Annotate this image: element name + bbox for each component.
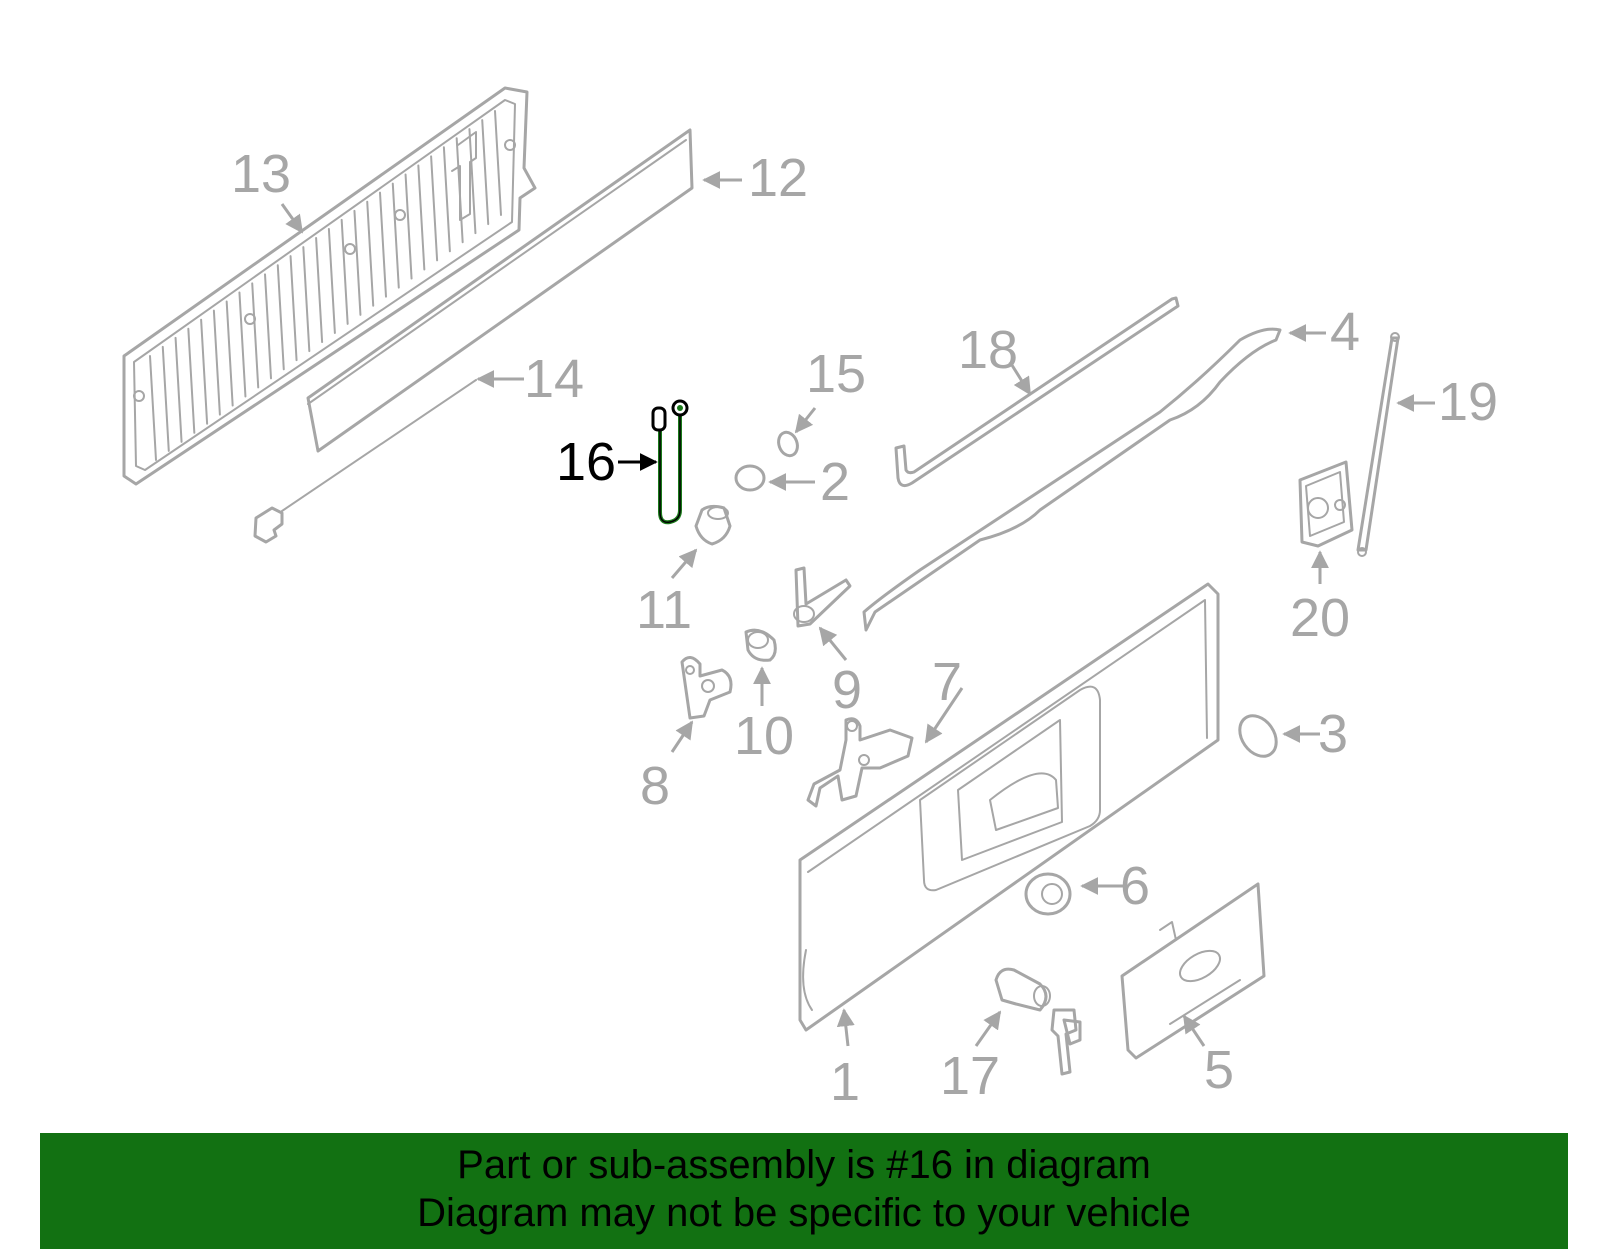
callout-7: 7: [932, 652, 962, 712]
part-7-handle: [806, 717, 914, 808]
panel-rib: [302, 246, 311, 353]
callout-labels: 13 12 14 18 4 19 15 16 2 20 11 9 7 10 8 …: [231, 144, 1498, 1112]
banner-line-2: Diagram may not be specific to your vehi…: [417, 1191, 1191, 1235]
panel-rib: [161, 345, 170, 452]
callout-11: 11: [636, 580, 692, 640]
panel-rib: [340, 218, 349, 325]
panel-rib: [149, 355, 157, 461]
panel-rib: [315, 237, 324, 344]
part-20-latch: [1298, 460, 1354, 548]
panel-rib: [174, 336, 183, 443]
callout-18: 18: [958, 320, 1018, 380]
panel-rib: [251, 282, 260, 389]
part-11-bushing: [694, 504, 732, 546]
panel-rib: [238, 291, 247, 398]
callout-16: 16: [556, 432, 616, 492]
info-banner: Part or sub-assembly is #16 in diagram D…: [40, 1133, 1568, 1249]
callout-4: 4: [1330, 302, 1360, 362]
callout-17: 17: [940, 1046, 1000, 1106]
part-9-bracket: [793, 566, 852, 628]
part-15-ring: [777, 430, 799, 458]
part-14-cable: [253, 379, 477, 544]
panel-rib: [225, 300, 234, 407]
part-19-rod: [1356, 332, 1400, 557]
panel-rib: [391, 182, 400, 289]
panel-rib: [187, 327, 196, 434]
callout-14: 14: [524, 349, 584, 409]
panel-rib: [289, 255, 298, 362]
panel-rib: [264, 273, 272, 380]
callout-12: 12: [748, 148, 808, 208]
part-6-bushing: [1024, 872, 1072, 916]
panel-rib: [212, 309, 221, 416]
callout-6: 6: [1120, 856, 1150, 916]
panel-rib: [481, 119, 490, 226]
callout-20: 20: [1290, 588, 1350, 648]
callout-15: 15: [806, 344, 866, 404]
callout-19: 19: [1438, 372, 1498, 432]
callout-13: 13: [231, 144, 291, 204]
callout-9: 9: [832, 660, 862, 720]
callout-2: 2: [820, 452, 850, 512]
panel-rib: [327, 227, 336, 334]
panel-rib: [468, 128, 477, 235]
panel-rib: [366, 200, 375, 307]
part-18-rod: [894, 296, 1180, 488]
panel-rib: [353, 209, 362, 316]
part-12-trim-strip: [306, 128, 694, 453]
panel-rib: [494, 110, 502, 216]
panel-rib: [200, 318, 209, 425]
part-13-inner-panel: [122, 86, 537, 486]
callout-1: 1: [830, 1052, 860, 1112]
part-1-tailgate: [798, 582, 1220, 1032]
banner-line-1: Part or sub-assembly is #16 in diagram: [457, 1143, 1151, 1187]
callout-5: 5: [1204, 1040, 1234, 1100]
callout-10: 10: [734, 706, 794, 766]
panel-rib: [379, 191, 387, 298]
callout-3: 3: [1318, 704, 1348, 764]
part-4-seal: [862, 327, 1282, 632]
part-10-grommet: [744, 628, 777, 662]
part-2-cap: [734, 464, 766, 492]
panel-rib: [404, 173, 413, 280]
callout-8: 8: [640, 756, 670, 816]
panel-rib: [442, 146, 451, 253]
leader-lines: [280, 171, 1435, 1047]
part-16-cable: [651, 399, 689, 525]
panel-rib: [430, 155, 439, 262]
panel-rib: [417, 164, 426, 271]
panel-rib: [276, 264, 285, 371]
part-17-lock-cylinder: [994, 967, 1082, 1076]
part-3-plug: [1238, 714, 1278, 758]
part-8-hinge: [680, 656, 733, 720]
